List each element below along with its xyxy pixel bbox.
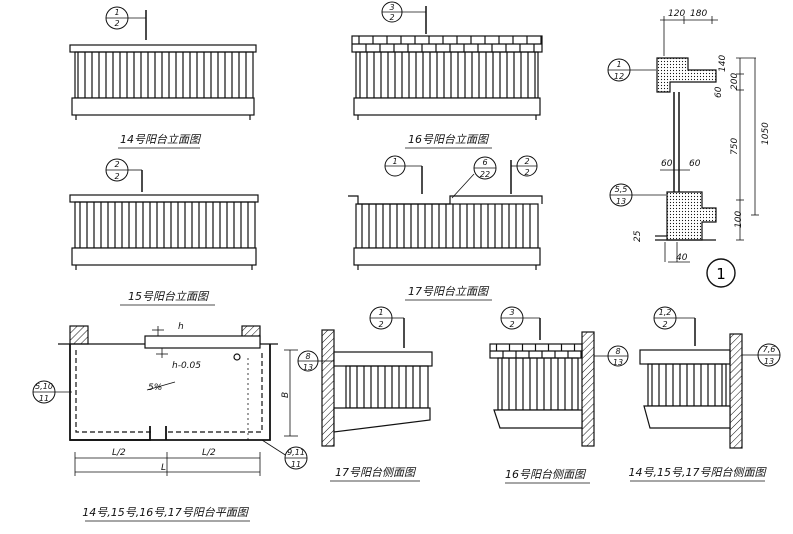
callout-c12: 1 2 bbox=[369, 306, 405, 348]
elevation-16 bbox=[351, 35, 543, 120]
callout-bottom: 12 bbox=[614, 72, 624, 81]
callout-bottom: 2 bbox=[662, 320, 667, 329]
dim-B: B bbox=[281, 392, 291, 398]
detail-dimensions bbox=[660, 16, 759, 263]
callout-top: 3 bbox=[509, 308, 514, 317]
plan-view bbox=[58, 325, 278, 441]
callout-top: 3 bbox=[389, 3, 394, 12]
dim-1050: 1050 bbox=[761, 122, 771, 145]
callout-c3: 1 12 bbox=[607, 58, 656, 82]
caption-elev17: 17号阳台立面图 bbox=[408, 285, 490, 298]
dim-25: 25 bbox=[633, 230, 643, 242]
callout-bottom: 13 bbox=[613, 358, 623, 367]
side-view-14-15-17 bbox=[639, 333, 743, 449]
side-view-16 bbox=[489, 331, 595, 447]
dim-60c: 60 bbox=[689, 159, 701, 169]
callout-c14: 8 13 bbox=[594, 345, 629, 367]
callout-top: 9,11 bbox=[287, 448, 305, 457]
callout-top: 5,10 bbox=[35, 382, 53, 391]
callout-bottom: 2 bbox=[378, 320, 383, 329]
callout-bottom: 11 bbox=[291, 460, 301, 469]
callout-top: 1 bbox=[114, 8, 119, 17]
caption-plan: 14号,15号,16号,17号阳台平面图 bbox=[82, 506, 249, 519]
callout-c5: 1 bbox=[384, 155, 423, 194]
callout-c15: 1,2 2 bbox=[653, 306, 696, 346]
callout-bottom: 2 bbox=[114, 19, 119, 28]
callout-c9: 5,10 11 bbox=[32, 380, 72, 404]
callout-top: 1 bbox=[616, 60, 621, 69]
side-view-17 bbox=[321, 329, 433, 447]
callout-bottom: 11 bbox=[39, 394, 49, 403]
callout-bottom: 22 bbox=[480, 170, 490, 179]
callout-c4: 2 2 bbox=[105, 158, 143, 192]
level-h-005: h-0.05 bbox=[172, 361, 201, 371]
elevation-17 bbox=[348, 195, 543, 270]
callout-bottom: 2 bbox=[524, 168, 529, 177]
caption-side-all: 14号,15号,17号阳台侧面图 bbox=[629, 466, 768, 479]
caption-elev16: 16号阳台立面图 bbox=[408, 133, 490, 146]
level-h: h bbox=[178, 322, 184, 332]
detail-mark-label: 1 bbox=[716, 265, 726, 283]
section-detail-1 bbox=[655, 57, 717, 262]
elevation-14 bbox=[69, 44, 257, 120]
callout-top: 5,5 bbox=[615, 185, 628, 194]
dim-200: 200 bbox=[730, 73, 740, 90]
callout-bottom: 13 bbox=[616, 197, 626, 206]
callout-bottom: 2 bbox=[389, 13, 394, 22]
callout-c8: 5,5 13 bbox=[609, 183, 666, 207]
callout-bottom: 2 bbox=[114, 172, 119, 181]
detail-mark: 1 bbox=[706, 258, 736, 288]
callout-top: 1 bbox=[392, 157, 397, 166]
callout-top: 1,2 bbox=[659, 308, 672, 317]
caption-elev15: 15号阳台立面图 bbox=[128, 290, 210, 303]
callout-top: 8 bbox=[305, 352, 310, 361]
caption-side17: 17号阳台侧面图 bbox=[335, 466, 417, 479]
callout-top: 2 bbox=[114, 160, 119, 169]
dim-60a: 60 bbox=[714, 86, 724, 98]
callout-c6: 6 22 bbox=[451, 156, 497, 199]
callout-top: 7,6 bbox=[763, 345, 776, 354]
callout-bottom: 13 bbox=[303, 363, 313, 372]
caption-elev14: 14号阳台立面图 bbox=[120, 133, 202, 146]
callout-c10: 9,11 11 bbox=[284, 446, 308, 470]
callout-top: 8 bbox=[615, 347, 620, 356]
dim-100: 100 bbox=[734, 211, 744, 228]
callout-c1: 1 2 bbox=[105, 6, 147, 40]
dim-L2a: L/2 bbox=[112, 448, 126, 458]
dim-120: 120 bbox=[668, 9, 685, 19]
callout-c2: 3 2 bbox=[381, 1, 427, 34]
dim-750: 750 bbox=[730, 138, 740, 155]
callout-top: 1 bbox=[378, 308, 383, 317]
callout-bottom: 13 bbox=[764, 357, 774, 366]
dim-L: L bbox=[161, 463, 166, 473]
dim-40: 40 bbox=[676, 253, 688, 263]
callout-c16: 7,6 13 bbox=[742, 343, 781, 367]
callout-c7: 2 2 bbox=[510, 155, 538, 194]
dim-180: 180 bbox=[690, 9, 707, 19]
drain-slope: 5% bbox=[148, 383, 162, 393]
dim-L2b: L/2 bbox=[202, 448, 216, 458]
callout-c11: 8 13 bbox=[297, 350, 334, 372]
caption-side16: 16号阳台侧面图 bbox=[505, 468, 587, 481]
callout-top: 2 bbox=[524, 157, 529, 166]
callout-c13: 3 2 bbox=[500, 306, 541, 340]
dim-140: 140 bbox=[718, 55, 728, 72]
callout-bottom: 2 bbox=[509, 320, 514, 329]
callout-top: 6 bbox=[482, 158, 487, 167]
dim-60b: 60 bbox=[661, 159, 673, 169]
elevation-15 bbox=[69, 194, 259, 270]
